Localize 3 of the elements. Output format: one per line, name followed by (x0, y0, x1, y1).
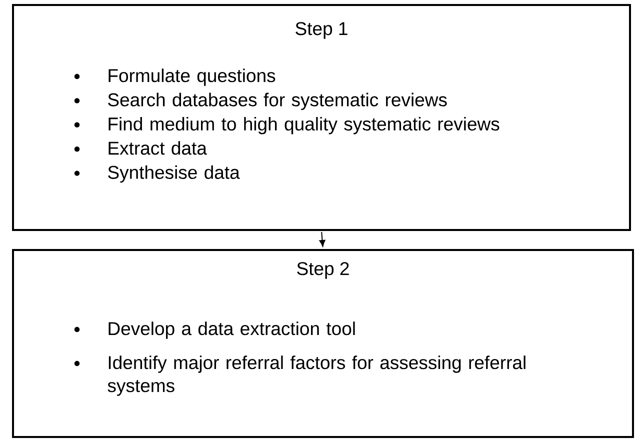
step-box: Step 1 Formulate questions Search databases for systematic reviews Find medium to high quality systematic reviews Extract data Synthesise data (12, 4, 631, 231)
arrow (319, 232, 326, 247)
step-box: Step 2 Develop a data extraction tool Identify major referral factors for assessing referral systems (12, 249, 634, 438)
